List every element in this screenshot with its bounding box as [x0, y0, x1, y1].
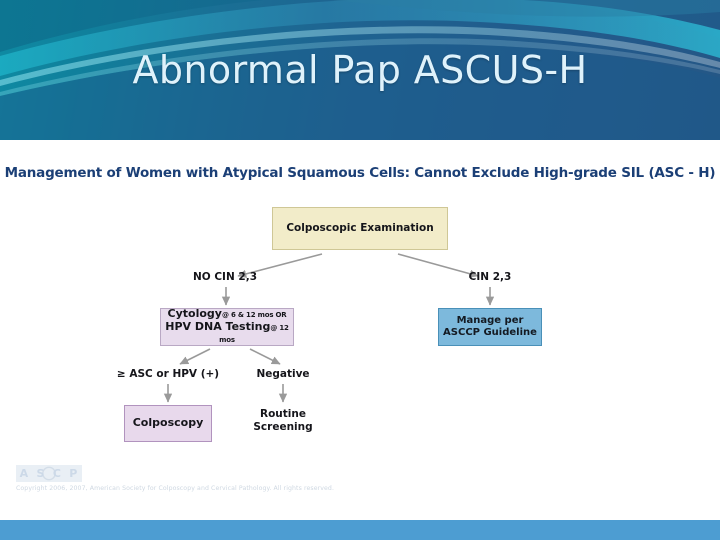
- arrow-cytology-to-negative: [249, 348, 281, 365]
- edge-label-cin: CIN 2,3: [468, 271, 512, 283]
- asccp-logo-letters: A S C P: [16, 465, 82, 482]
- asccp-logo-letter-s: S: [36, 467, 46, 480]
- edge-label-asc-or-hpv-positive: ≥ ASC or HPV (+): [116, 368, 220, 380]
- node-cytology-line1: Cytology@ 6 & 12 mos OR: [167, 306, 287, 321]
- node-hpv-main: HPV DNA Testing: [165, 319, 271, 333]
- flowchart-arrows: [163, 253, 495, 403]
- node-colposcopy-label: Colposcopy: [132, 416, 204, 430]
- page-title: Abnormal Pap ASCUS-H: [132, 48, 588, 92]
- slide-header-banner: Abnormal Pap ASCUS-H: [0, 0, 720, 140]
- edge-label-negative: Negative: [256, 368, 310, 380]
- node-cytology-hpv-testing[interactable]: Cytology@ 6 & 12 mos OR HPV DNA Testing@…: [160, 306, 294, 347]
- edge-label-no-cin: NO CIN 2,3: [192, 271, 258, 283]
- node-manage-line2: ASCCP Guideline: [443, 327, 537, 338]
- header-wave-lower: [0, 44, 720, 140]
- node-routine-line1: Routine: [260, 408, 306, 420]
- node-cytology-sub: @ 6 & 12 mos OR: [221, 310, 287, 319]
- node-colposcopic-examination-label: Colposcopic Examination: [286, 222, 434, 235]
- slide-footer: A S C P Copyright 2006, 2007, American S…: [0, 455, 720, 505]
- diagram-subtitle: Management of Women with Atypical Squamo…: [4, 165, 716, 181]
- asccp-logo-graphic: [16, 465, 82, 482]
- copyright-notice: Copyright 2006, 2007, American Society f…: [16, 485, 335, 492]
- slide-bottom-bar: [0, 520, 720, 540]
- node-colposcopy[interactable]: Colposcopy: [124, 405, 212, 442]
- node-hpv-line2: HPV DNA Testing@ 12 mos: [164, 319, 290, 347]
- node-manage-line1: Manage per: [456, 315, 524, 327]
- node-hpv-sub: @ 12 mos: [219, 323, 289, 345]
- asccp-logo-letter-p: P: [69, 467, 79, 480]
- slide-content-board: Management of Women with Atypical Squamo…: [0, 140, 720, 505]
- node-routine-line2: Screening: [253, 420, 313, 433]
- arrow-cytology-to-asc: [179, 348, 211, 365]
- asccp-logo-letter-a: A: [19, 467, 30, 480]
- header-wave-dark: [0, 0, 720, 52]
- header-wave-topright: [330, 0, 720, 17]
- asccp-logo: A S C P: [16, 465, 82, 482]
- header-wave-ribbon-2: [0, 38, 720, 96]
- node-cytology-main: Cytology: [167, 306, 222, 320]
- header-wave-graphic: [0, 0, 720, 140]
- node-colposcopic-examination[interactable]: Colposcopic Examination: [272, 207, 448, 250]
- asccp-logo-letter-c: C: [52, 467, 62, 480]
- node-routine-screening: Routine Screening: [228, 408, 338, 433]
- header-wave-aqua: [0, 0, 720, 76]
- node-manage-per-asccp-guideline[interactable]: Manage per ASCCP Guideline: [438, 308, 542, 346]
